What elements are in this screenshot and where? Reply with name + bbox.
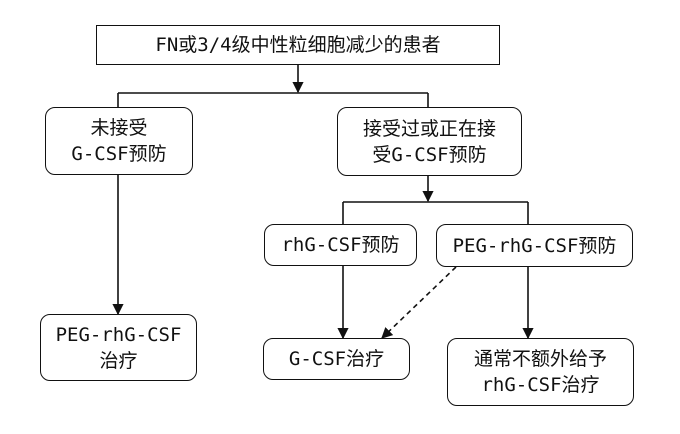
- node-with-prophylaxis: 接受过或正在接 受G-CSF预防: [337, 107, 522, 176]
- node-no-extra: 通常不额外给予 rhG-CSF治疗: [447, 338, 634, 406]
- node-root: FN或3/4级中性粒细胞减少的患者: [96, 25, 500, 65]
- node-rhg-prophylaxis: rhG-CSF预防: [264, 224, 417, 266]
- node-gcsf-treatment: G-CSF治疗: [263, 338, 410, 380]
- connector-peg-to-gcsf-treatment-dashed: [381, 266, 457, 339]
- node-peg-treatment: PEG-rhG-CSF 治疗: [40, 314, 197, 381]
- node-peg-prophylaxis: PEG-rhG-CSF预防: [436, 224, 633, 267]
- node-no-prophylaxis: 未接受 G-CSF预防: [45, 107, 193, 175]
